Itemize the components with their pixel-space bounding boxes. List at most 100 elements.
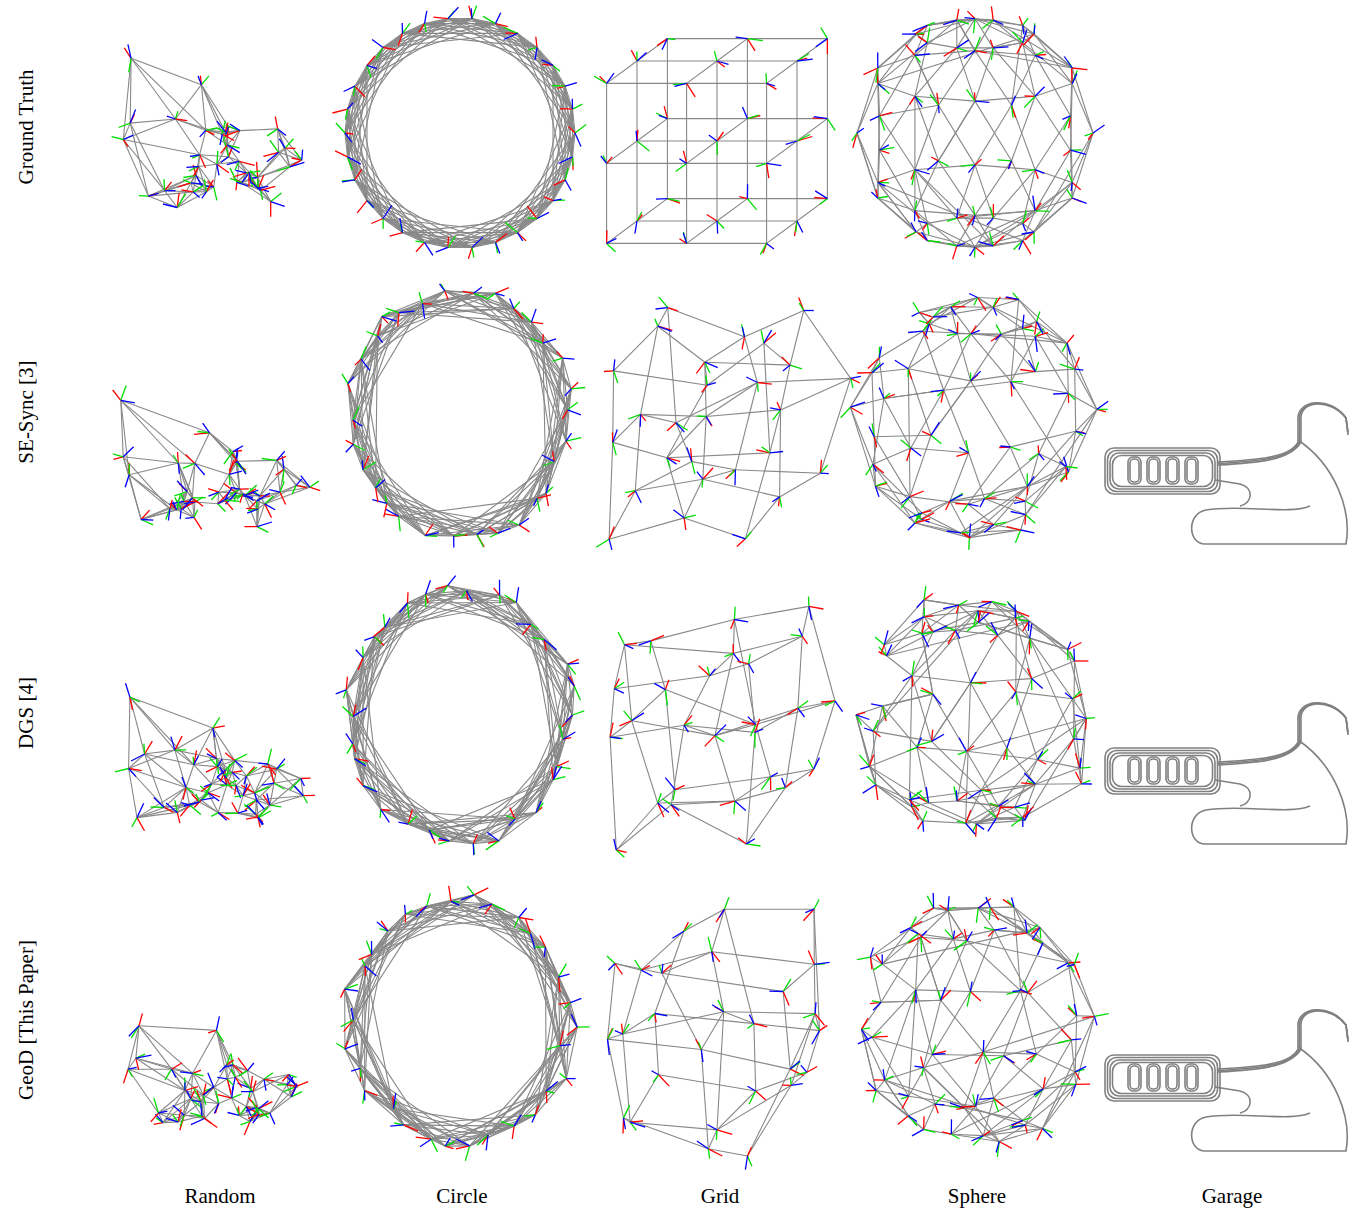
graph-edge	[195, 433, 210, 464]
pose-axis	[880, 112, 893, 115]
pose-axis	[950, 495, 963, 501]
pose-axis	[1064, 57, 1072, 69]
graph-edge	[878, 198, 915, 211]
pose-axis	[880, 145, 889, 150]
pose-axis	[604, 370, 614, 372]
graph-edge	[1034, 34, 1072, 68]
pose-axis	[489, 527, 498, 534]
pose-axis	[797, 59, 813, 61]
pose-axis	[975, 159, 981, 165]
pose-axis	[200, 155, 206, 168]
pose-axis	[280, 492, 286, 504]
pose-axis	[505, 223, 517, 233]
pose-axis	[1033, 25, 1035, 34]
pose-axis	[874, 437, 876, 448]
graph-edge	[687, 141, 717, 163]
pose-axis	[926, 317, 933, 324]
pose-axis	[236, 449, 237, 460]
pose-axis	[1067, 343, 1070, 355]
pose-axis	[1021, 530, 1035, 533]
graph-edge	[367, 33, 403, 65]
pose-axis	[957, 20, 969, 24]
pose-axis	[382, 317, 397, 322]
pose-axis	[797, 135, 810, 142]
pose-axis	[734, 470, 736, 486]
graph-edge	[884, 390, 944, 398]
pose-axis	[872, 363, 884, 373]
graph-edge	[910, 497, 922, 520]
graph-edge	[383, 219, 425, 243]
graph-edge	[1035, 116, 1070, 170]
graph-edge	[790, 311, 804, 366]
pose-axis	[916, 33, 924, 35]
pose-axis	[454, 535, 468, 536]
graph-edge	[495, 293, 531, 322]
pose-axis	[194, 517, 202, 529]
pose-axis	[674, 83, 686, 86]
graph-edge	[192, 498, 194, 518]
pose-axis	[737, 539, 746, 547]
graph-edge	[563, 358, 566, 441]
pose-axis	[181, 493, 184, 501]
graph-edge	[908, 369, 910, 497]
pose-axis	[850, 402, 865, 407]
pose-axis	[225, 500, 233, 510]
graph-edge	[927, 20, 957, 25]
graph-edge	[915, 161, 939, 211]
graph-edge	[229, 459, 236, 474]
graph-edge	[537, 389, 571, 499]
graph-edge	[717, 60, 797, 61]
pose-axis	[469, 6, 472, 19]
pose-axis	[371, 219, 383, 224]
pose-axis	[967, 89, 976, 101]
pose-axis	[1068, 393, 1075, 400]
pose-axis	[943, 20, 957, 25]
graph-edge	[878, 170, 915, 183]
pose-axis	[767, 83, 777, 89]
pose-axis	[522, 313, 532, 323]
pose-axis	[880, 116, 885, 131]
pose-axis	[951, 306, 966, 307]
graph-edge	[745, 337, 758, 383]
pose-axis	[261, 190, 263, 199]
graph-edge	[260, 492, 280, 496]
pose-axis	[543, 339, 556, 343]
pose-axis	[301, 150, 303, 160]
pose-axis	[283, 469, 284, 482]
graph-edge	[929, 324, 957, 334]
garage-trajectory	[1105, 403, 1348, 544]
pose-axis	[906, 45, 915, 56]
pose-axis	[572, 157, 574, 170]
pose-axis	[277, 167, 290, 171]
graph-edge	[200, 155, 229, 157]
graph-edge	[277, 460, 280, 492]
graph-edge	[1019, 300, 1067, 344]
pose-axis	[1012, 105, 1016, 118]
graph-edge	[1026, 409, 1097, 514]
pose-axis	[553, 451, 555, 461]
graph-edge	[1072, 68, 1093, 133]
pose-axis	[913, 302, 919, 312]
pose-axis	[969, 524, 970, 538]
graph-edge	[667, 458, 684, 518]
graph-edge	[141, 509, 181, 520]
pose-axis	[961, 334, 971, 343]
graph-edge	[878, 68, 880, 116]
graph-edge	[496, 24, 576, 133]
graph-edge	[363, 470, 477, 535]
graph-edge	[148, 196, 177, 207]
grid-graph	[596, 297, 861, 550]
pose-axis	[964, 51, 975, 59]
pose-axis	[912, 170, 915, 186]
pose-axis	[167, 116, 176, 119]
pose-axis	[697, 415, 706, 417]
graph-edge	[684, 518, 745, 539]
pose-axis	[348, 157, 361, 164]
graph-edge	[607, 83, 687, 84]
graph-edge	[716, 141, 717, 221]
graph-edge	[474, 293, 563, 358]
pose-axis	[761, 330, 764, 343]
graph-edge	[781, 378, 851, 410]
pose-axis	[233, 173, 247, 177]
graph-edge	[874, 437, 910, 497]
